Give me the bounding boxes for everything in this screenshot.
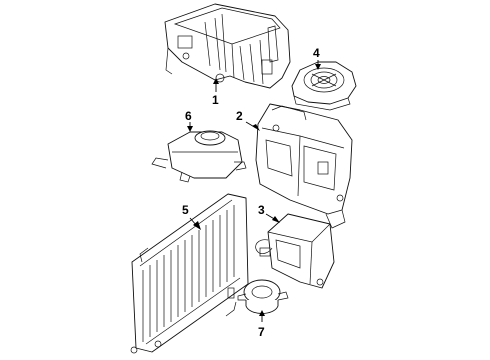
callout-2: 2 [236, 109, 243, 123]
part-7-drawing [237, 279, 289, 314]
part-3-drawing [255, 213, 335, 289]
part-2-drawing [255, 103, 353, 229]
callout-6: 6 [185, 109, 192, 123]
part-5-drawing [130, 193, 249, 354]
leader-lines [187, 60, 321, 322]
part-1-drawing [164, 3, 291, 89]
callout-5: 5 [182, 203, 189, 217]
callout-3: 3 [258, 203, 265, 217]
callout-1: 1 [212, 93, 219, 107]
part-6-drawing [151, 130, 247, 183]
callout-7: 7 [258, 325, 265, 339]
callout-4: 4 [313, 46, 320, 60]
part-4-drawing [291, 61, 357, 111]
